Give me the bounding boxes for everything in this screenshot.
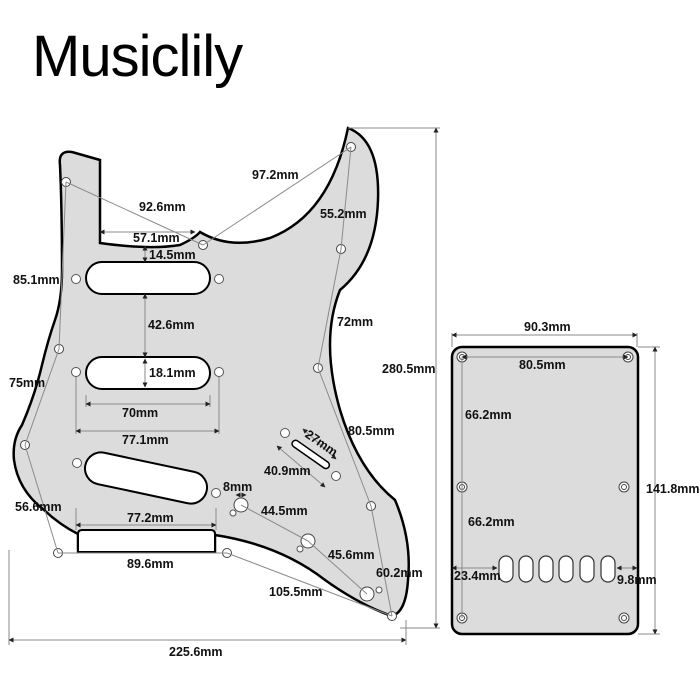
pickup-hole <box>211 488 221 498</box>
dim-66-2-upper: 66.2mm <box>465 408 512 422</box>
dim-57-1: 57.1mm <box>133 231 180 245</box>
dim-70: 70mm <box>122 406 159 420</box>
string-slot <box>579 555 595 583</box>
dim-56-6: 56.6mm <box>15 500 62 514</box>
dim-141-8: 141.8mm <box>646 482 700 496</box>
dim-55-2: 55.2mm <box>320 207 367 221</box>
dim-60-2: 60.2mm <box>376 566 423 580</box>
dim-80-5-plate: 80.5mm <box>519 358 566 372</box>
dim-75: 75mm <box>9 376 46 390</box>
dim-14-5: 14.5mm <box>149 248 196 262</box>
pickup-hole <box>71 274 81 284</box>
dim-85-1: 85.1mm <box>13 273 60 287</box>
dim-80-5: 80.5mm <box>348 424 395 438</box>
pickguard <box>8 126 440 645</box>
dim-23-4: 23.4mm <box>454 569 501 583</box>
dim-40-9: 40.9mm <box>264 464 311 478</box>
dim-45-6: 45.6mm <box>328 548 375 562</box>
neck-pickup-slot <box>85 261 211 295</box>
string-slot <box>538 555 554 583</box>
backplate <box>450 332 660 636</box>
dim-105-5: 105.5mm <box>269 585 323 599</box>
middle-pickup-slot <box>85 356 211 390</box>
string-slot <box>600 555 616 583</box>
dim-18-1: 18.1mm <box>149 366 196 380</box>
dim-225-6: 225.6mm <box>169 645 223 659</box>
dim-72: 72mm <box>337 315 374 329</box>
bridge-pickup-slot <box>84 451 208 505</box>
pickup-hole <box>214 367 224 377</box>
string-slot <box>518 555 534 583</box>
brand-logo: Musiclily <box>32 24 243 89</box>
dim-89-6: 89.6mm <box>127 557 174 571</box>
cable-cutout <box>77 529 216 553</box>
pickguard-outline <box>12 126 411 618</box>
dim-97-2: 97.2mm <box>252 168 299 182</box>
dim-92-6: 92.6mm <box>139 200 186 214</box>
pot-small-hole <box>229 509 237 517</box>
switch-hole <box>331 471 341 481</box>
dim-66-2-lower: 66.2mm <box>468 515 515 529</box>
pickup-hole <box>214 274 224 284</box>
dim-77-2: 77.2mm <box>127 511 174 525</box>
dim-42-6: 42.6mm <box>148 318 195 332</box>
screw-hole <box>618 612 630 624</box>
switch-hole <box>280 428 290 438</box>
pickup-hole <box>71 367 81 377</box>
dim-280-5: 280.5mm <box>382 362 436 376</box>
backplate-outline <box>450 345 640 636</box>
pot-small-hole <box>375 586 383 594</box>
dim-8: 8mm <box>223 480 253 494</box>
pickup-hole <box>72 458 82 468</box>
string-slot <box>558 555 574 583</box>
screw-hole <box>618 481 630 493</box>
dim-77-1: 77.1mm <box>122 433 169 447</box>
pot-small-hole <box>296 545 304 553</box>
dim-44-5: 44.5mm <box>261 504 308 518</box>
string-slot <box>498 555 514 583</box>
dim-90-3: 90.3mm <box>524 320 571 334</box>
dim-9-8: 9.8mm <box>617 573 657 587</box>
